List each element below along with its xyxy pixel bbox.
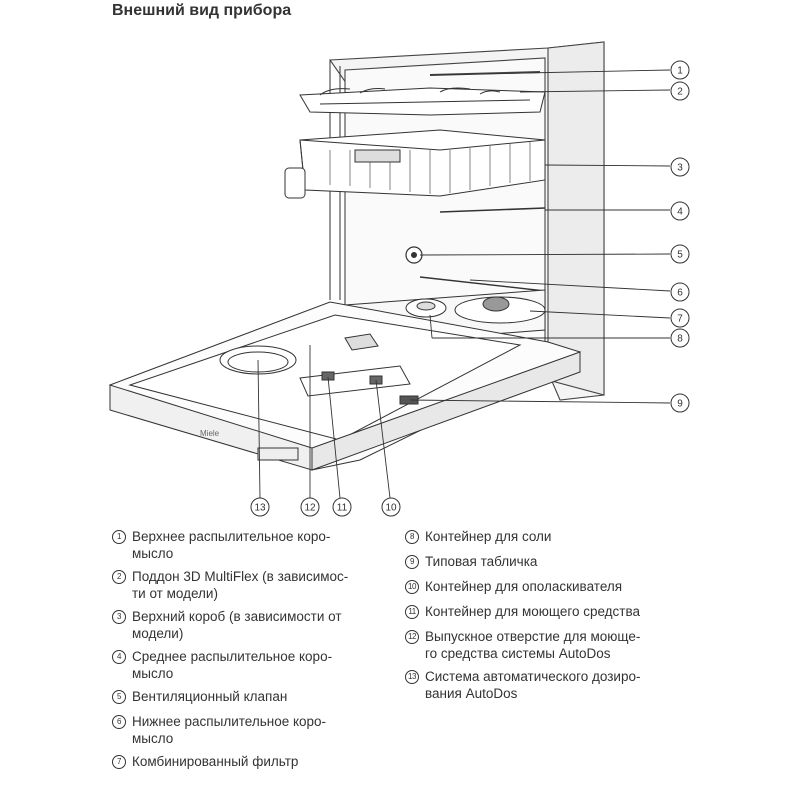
svg-text:Miele: Miele (200, 429, 220, 438)
legend-number-badge: 1 (112, 530, 126, 544)
callout-7: 7 (670, 308, 690, 328)
svg-text:6: 6 (677, 288, 683, 299)
legend-item-12: 12 Выпускное отверстие для моюще-го средс… (405, 628, 685, 662)
callout-9: 9 (670, 393, 690, 413)
callout-11: 11 (332, 497, 352, 517)
svg-text:10: 10 (385, 503, 397, 514)
svg-text:12: 12 (304, 503, 316, 514)
svg-text:5: 5 (677, 250, 683, 261)
upper-basket (284, 129, 546, 199)
callout-13: 13 (250, 497, 270, 517)
svg-text:7: 7 (677, 314, 683, 325)
legend-label: Контейнер для ополаскивателя (425, 578, 685, 595)
legend-number-badge: 2 (112, 570, 126, 584)
callout-5: 5 (670, 244, 690, 264)
legend-number-badge: 10 (405, 580, 419, 594)
legend-label-line: Вентиляционный клапан (132, 689, 288, 704)
legend-number-badge: 3 (112, 610, 126, 624)
legend-label-line: Контейнер для соли (425, 529, 552, 544)
legend-label-line: го средства системы AutoDos (425, 646, 611, 661)
legend-label-line: Верхний короб (в зависимости от (132, 609, 342, 624)
legend-number-badge: 13 (405, 670, 419, 684)
upper-tray (299, 87, 546, 116)
legend-item-10: 10 Контейнер для ополаскивателя (405, 578, 685, 595)
callout-4: 4 (670, 201, 690, 221)
callout-6: 6 (670, 282, 690, 302)
legend-item-7: 7 Комбинированный фильтр (112, 753, 392, 770)
callout-1: 1 (670, 60, 690, 80)
legend-item-8: 8 Контейнер для соли (405, 528, 685, 545)
svg-text:1: 1 (677, 66, 683, 77)
callout-2: 2 (670, 81, 690, 101)
legend-label-line: Комбинированный фильтр (132, 754, 299, 769)
legend-label-line: вания AutoDos (425, 686, 518, 701)
legend-item-2: 2 Поддон 3D MultiFlex (в зависимос-ти от … (112, 568, 392, 602)
legend-label-line: модели) (132, 626, 184, 641)
legend-label: Комбинированный фильтр (132, 753, 392, 770)
middle-spray-arm (439, 207, 546, 213)
legend-label-line: Контейнер для ополаскивателя (425, 579, 623, 594)
ventilation-valve (405, 246, 423, 264)
callout-12: 12 (300, 497, 320, 517)
svg-text:3: 3 (677, 163, 683, 174)
page-title: Внешний вид прибора (112, 2, 292, 19)
legend-label-line: мысло (132, 546, 174, 561)
svg-text:4: 4 (677, 207, 683, 218)
svg-text:2: 2 (677, 87, 683, 98)
legend-item-4: 4 Среднее распылительное коро-мысло (112, 648, 392, 682)
legend-label-line: Система автоматического дозиро- (425, 669, 641, 684)
legend-label: Среднее распылительное коро-мысло (132, 648, 392, 682)
legend-number-badge: 5 (112, 690, 126, 704)
legend-label: Типовая табличка (425, 553, 685, 570)
legend-number-badge: 7 (112, 755, 126, 769)
legend-label-line: Среднее распылительное коро- (132, 649, 333, 664)
legend-label-line: мысло (132, 731, 174, 746)
dishwasher-cabinet (328, 41, 605, 401)
legend-label-line: Выпускное отверстие для моюще- (425, 629, 641, 644)
legend-item-5: 5 Вентиляционный клапан (112, 688, 392, 705)
legend-label: Вентиляционный клапан (132, 688, 392, 705)
legend-label: Нижнее распылительное коро-мысло (132, 713, 392, 747)
legend-item-9: 9 Типовая табличка (405, 553, 685, 570)
legend-label-line: ти от модели) (132, 586, 218, 601)
legend-item-11: 11 Контейнер для моющего средства (405, 603, 685, 620)
callout-8: 8 (670, 328, 690, 348)
svg-text:13: 13 (254, 503, 266, 514)
legend-label-line: Поддон 3D MultiFlex (в зависимос- (132, 569, 349, 584)
legend-number-badge: 11 (405, 605, 419, 619)
legend-label-line: мысло (132, 666, 174, 681)
svg-text:11: 11 (337, 503, 348, 514)
svg-text:9: 9 (677, 399, 683, 410)
legend-number-badge: 6 (112, 715, 126, 729)
legend-label: Верхний короб (в зависимости от модели) (132, 608, 392, 642)
dishwasher-illustration: Miele 1 2 3 4 5 6 7 8 9 10 11 12 13 (108, 41, 690, 517)
svg-text:8: 8 (677, 334, 683, 345)
legend-label-line: Контейнер для моющего средства (425, 604, 641, 619)
legend-label-line: Верхнее распылительное коро- (132, 529, 331, 544)
legend-item-3: 3 Верхний короб (в зависимости от модели) (112, 608, 392, 642)
lower-spray-arm (419, 276, 546, 292)
legend-item-1: 1 Верхнее распылительное коро-мысло (112, 528, 392, 562)
legend-label: Контейнер для соли (425, 528, 685, 545)
legend-label: Система автоматического дозиро-вания Aut… (425, 668, 685, 702)
legend-label: Контейнер для моющего средства (425, 603, 685, 620)
legend-item-6: 6 Нижнее распылительное коро-мысло (112, 713, 392, 747)
legend-item-13: 13 Система автоматического дозиро-вания A… (405, 668, 685, 702)
legend-number-badge: 9 (405, 555, 419, 569)
legend-label: Верхнее распылительное коро-мысло (132, 528, 392, 562)
callout-10: 10 (381, 497, 401, 517)
legend-label: Выпускное отверстие для моюще-го средств… (425, 628, 685, 662)
legend-label-line: Типовая табличка (425, 554, 538, 569)
legend-number-badge: 12 (405, 630, 419, 644)
leader-lines (257, 69, 671, 499)
legend-label: Поддон 3D MultiFlex (в зависимос-ти от м… (132, 568, 392, 602)
legend-left-column: 1 Верхнее распылительное коро-мысло 2 Поддо… (112, 528, 392, 778)
dishwasher-door: Miele (108, 301, 582, 471)
legend-number-badge: 4 (112, 650, 126, 664)
legend-number-badge: 8 (405, 530, 419, 544)
callout-3: 3 (670, 157, 690, 177)
legend-label-line: Нижнее распылительное коро- (132, 714, 327, 729)
